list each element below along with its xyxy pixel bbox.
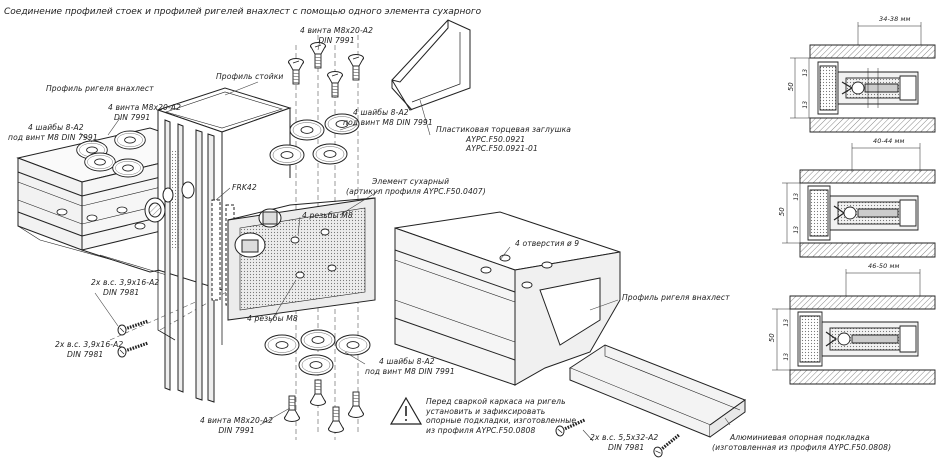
label-rigel-left: Профиль ригеля внахлест: [46, 84, 154, 93]
leader-lines: [79, 39, 731, 442]
section-1-h50: 50: [786, 82, 795, 92]
left-rigel-holes: [56, 206, 146, 230]
label-holes: 4 отверстия ø 9: [515, 239, 580, 248]
section-1-h13a: 13: [802, 68, 810, 77]
cross-section-1: [790, 22, 938, 150]
section-1-h13b: 13: [802, 100, 810, 109]
section-3-h13b: 13: [783, 352, 791, 361]
label-thread-top: 4 резьбы M8: [302, 211, 353, 220]
label-frk42: FRK42: [232, 183, 257, 192]
bottom-bolts: [284, 379, 364, 433]
top-bolts: [288, 42, 364, 98]
label-thread-bottom: 4 резьбы M8: [247, 314, 298, 323]
stoika-profile: [156, 87, 292, 403]
plastic-end-cap: [391, 19, 471, 111]
sukharny-element: [227, 197, 376, 321]
connection-bolts: [144, 181, 195, 223]
label-rigel-right: Профиль ригеля внахлест: [622, 293, 730, 302]
section-3-h13a: 13: [783, 318, 791, 327]
cross-section-2: [782, 143, 936, 258]
bottom-washers: [264, 329, 371, 376]
warning-icon: [389, 396, 423, 425]
section-3-h50: 50: [767, 333, 776, 343]
label-sukharny-element: Элемент сухарный(артикул профиля AYPC.F5…: [346, 177, 486, 196]
diagram-title: Соединение профилей стоек и профилей риг…: [4, 7, 482, 17]
support-profile: [568, 344, 747, 438]
section-3-width: 46-50 мм: [868, 262, 900, 270]
section-2-h13b: 13: [793, 225, 801, 234]
label-stoika: Профиль стойки: [216, 72, 284, 81]
right-rigel-profile: [394, 211, 621, 386]
label-support: Алюминиевая опорная подкладка(изготовлен…: [712, 433, 892, 452]
section-2-h13a: 13: [793, 192, 801, 201]
cross-section-3: [772, 269, 936, 385]
section-2-width: 40-44 мм: [873, 137, 905, 145]
section-2-h50: 50: [777, 207, 786, 217]
section-1-width: 34-38 мм: [879, 15, 911, 23]
